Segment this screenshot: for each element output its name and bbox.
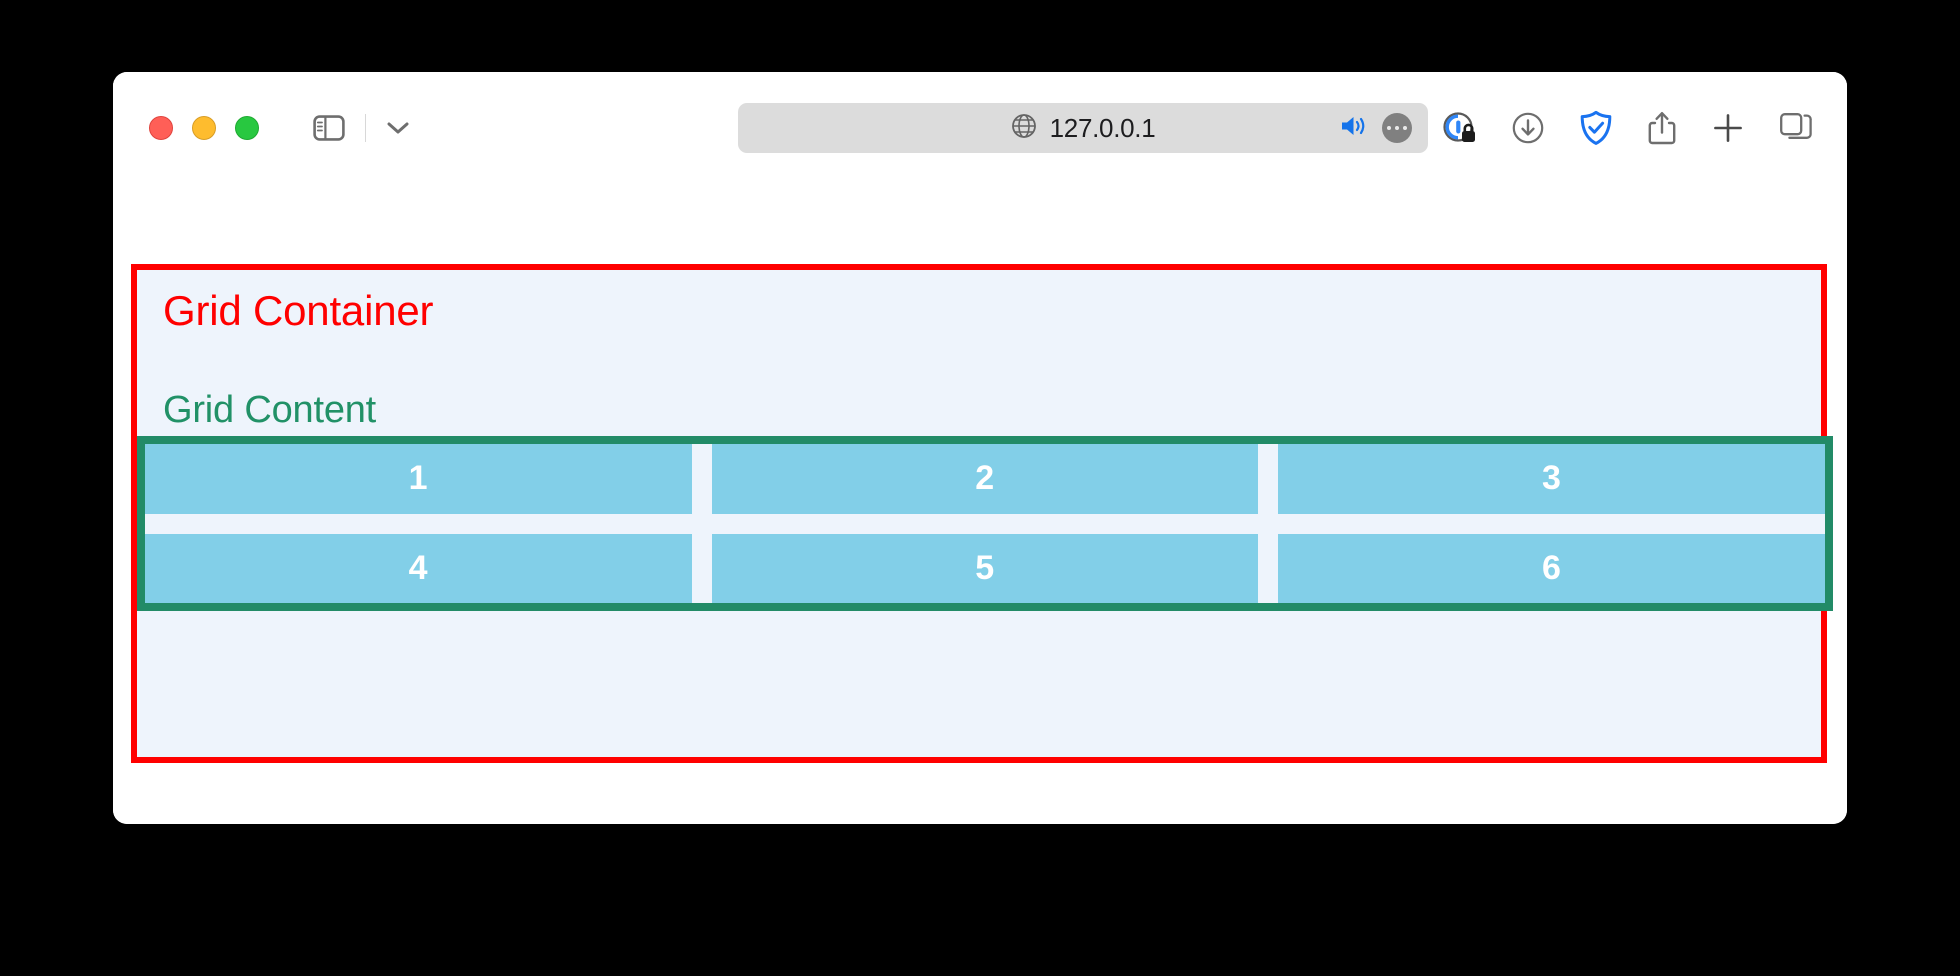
chevron-down-icon[interactable] <box>386 120 410 136</box>
section-title-grid-content: Grid Content <box>163 389 377 431</box>
ellipsis-dot <box>1394 125 1400 131</box>
window-controls <box>149 116 259 140</box>
speaker-icon[interactable] <box>1338 113 1368 144</box>
tab-overview-icon[interactable] <box>1779 112 1813 144</box>
grid-container: Grid Container Grid Content 1 2 3 4 5 6 <box>131 264 1833 763</box>
minimize-window-button[interactable] <box>192 116 216 140</box>
grid-content: 1 2 3 4 5 6 <box>137 436 1833 611</box>
browser-window: 127.0.0.1 <box>113 72 1847 824</box>
shield-check-icon[interactable] <box>1579 110 1613 146</box>
grid-cell[interactable]: 2 <box>711 444 1259 514</box>
privacy-report-icon[interactable] <box>1441 110 1477 146</box>
address-bar-url: 127.0.0.1 <box>1049 112 1156 143</box>
ellipsis-icon[interactable] <box>1382 113 1412 143</box>
close-window-button[interactable] <box>149 116 173 140</box>
grid-cell[interactable]: 4 <box>145 533 692 603</box>
ellipsis-dot <box>1402 125 1408 131</box>
globe-icon <box>1011 113 1037 144</box>
grid-cell[interactable]: 6 <box>1278 533 1825 603</box>
address-bar-actions <box>1338 103 1412 153</box>
grid-cell[interactable]: 5 <box>711 533 1259 603</box>
toolbar-divider <box>365 114 366 142</box>
browser-toolbar: 127.0.0.1 <box>113 72 1847 184</box>
grid-cell[interactable]: 3 <box>1278 444 1825 514</box>
sidebar-icon[interactable] <box>313 115 345 141</box>
download-icon[interactable] <box>1511 111 1545 145</box>
address-bar[interactable]: 127.0.0.1 <box>738 103 1428 153</box>
new-tab-icon[interactable] <box>1711 111 1745 145</box>
address-bar-content: 127.0.0.1 <box>1011 113 1156 144</box>
toolbar-left-group <box>313 114 410 142</box>
page-title-grid-container: Grid Container <box>163 287 434 334</box>
page-viewport: Grid Container Grid Content 1 2 3 4 5 6 <box>113 184 1847 824</box>
maximize-window-button[interactable] <box>235 116 259 140</box>
share-icon[interactable] <box>1647 110 1677 146</box>
ellipsis-dot <box>1386 125 1392 131</box>
toolbar-right-group <box>1441 72 1813 184</box>
grid-cell[interactable]: 1 <box>145 444 692 514</box>
